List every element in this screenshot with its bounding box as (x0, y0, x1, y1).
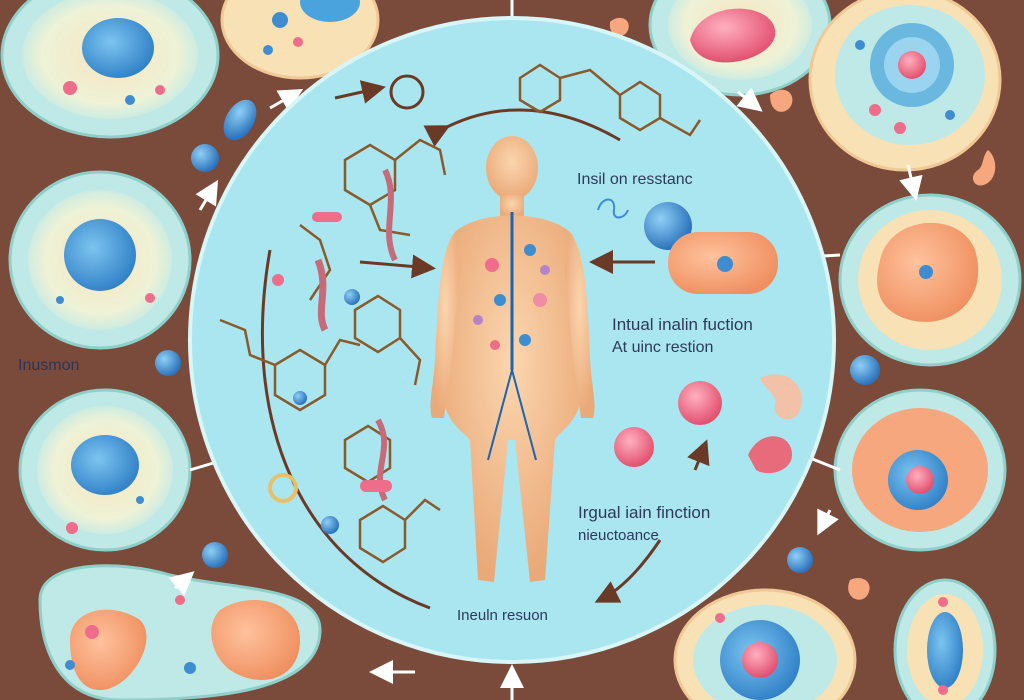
arrow-icon (359, 250, 710, 471)
label-irgual-function-line2: nieuctoance (578, 527, 659, 544)
cell-icon (8, 170, 192, 350)
cell-icon (38, 564, 322, 700)
cell-icon (838, 193, 1022, 367)
label-intual-function-line1: Intual inalin fuction (612, 315, 753, 334)
human-body-icon (430, 136, 595, 582)
cell-icon (18, 388, 192, 552)
protein-strand-icon (268, 74, 425, 534)
cell-icon (220, 0, 380, 80)
cell-icon (808, 0, 1002, 172)
cell-icon (0, 0, 220, 139)
label-intual-function-line2: At uinc restion (612, 339, 713, 356)
label-insulin-resuon: Ineuln resuon (457, 607, 548, 624)
label-inusmon: Inusmon (18, 357, 79, 374)
cycle-arc-top (423, 108, 621, 147)
floating-molecules (155, 17, 996, 600)
cell-icon (893, 578, 997, 700)
label-irgual-function-line1: Irgual iain finction (578, 503, 710, 522)
inner-cells-right (597, 198, 802, 474)
cell-icon (833, 388, 1007, 552)
label-insulin-resistance-top: Insil on resstanc (577, 171, 693, 188)
cell-icon (648, 0, 832, 97)
cell-icon (673, 588, 857, 700)
